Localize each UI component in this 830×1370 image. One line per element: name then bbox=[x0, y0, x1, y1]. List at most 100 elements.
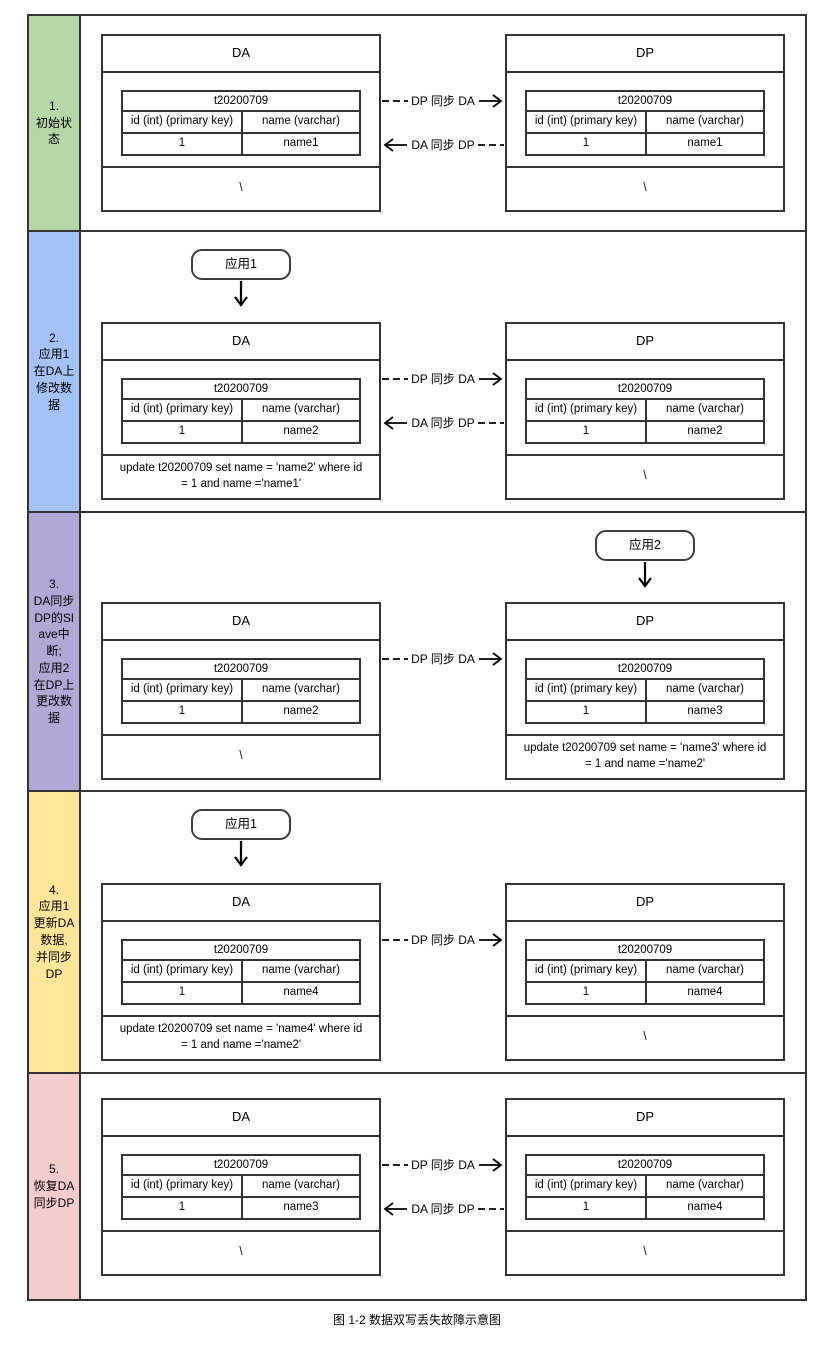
app-strip: 应用1 bbox=[81, 232, 805, 311]
da-record-table: t20200709 id (int) (primary key) name (v… bbox=[121, 658, 361, 724]
val-name: name1 bbox=[645, 134, 763, 154]
db-strip: DA t20200709 id (int) (primary key) name… bbox=[81, 311, 805, 511]
col-name: name (varchar) bbox=[241, 960, 359, 981]
dp-sync-da-arrow: DP 同步 DA bbox=[382, 94, 503, 108]
da-body: t20200709 id (int) (primary key) name (v… bbox=[103, 73, 379, 156]
dp-sync-da-arrow: DP 同步 DA bbox=[382, 933, 503, 947]
table-header-row: id (int) (primary key) name (varchar) bbox=[527, 400, 763, 420]
dp-body: t20200709 id (int) (primary key) name (v… bbox=[507, 73, 783, 156]
table-name: t20200709 bbox=[123, 941, 359, 961]
col-id: id (int) (primary key) bbox=[130, 115, 234, 127]
val-id: 1 bbox=[178, 705, 186, 717]
col-id: id (int) (primary key) bbox=[534, 1178, 638, 1191]
dp-box: DP t20200709 id (int) (primary key) name… bbox=[505, 1097, 785, 1276]
sync-arrows: DP 同步 DA bbox=[381, 560, 505, 758]
val-id: 1 bbox=[582, 1200, 590, 1213]
col-id: id (int) (primary key) bbox=[534, 403, 638, 415]
table-name: t20200709 bbox=[123, 92, 359, 112]
table-value-row: 1 name3 bbox=[123, 1195, 359, 1218]
step-row-1: 1. 初始状态 DA t20200709 id (int) (primary k… bbox=[29, 16, 805, 232]
step-content-4: 应用1 DA t20200709 id (int) (primary key) bbox=[81, 792, 805, 1072]
table-value-row: 1 name1 bbox=[123, 132, 359, 154]
dp-box: DP t20200709 id (int) (primary key) name… bbox=[505, 882, 785, 1061]
sync-arrows: DP 同步 DA bbox=[381, 839, 505, 1040]
app-to-dp-arrow bbox=[638, 562, 652, 588]
da-title: DA bbox=[103, 885, 379, 922]
da-box: DA t20200709 id (int) (primary key) name… bbox=[101, 34, 381, 212]
dp-record-table: t20200709 id (int) (primary key) name (v… bbox=[525, 378, 765, 444]
da-body: t20200709 id (int) (primary key) name (v… bbox=[103, 641, 379, 724]
da-box: DA t20200709 id (int) (primary key) name… bbox=[101, 1097, 381, 1276]
da-update-sql: update t20200709 set name = 'name4' wher… bbox=[103, 1014, 379, 1059]
step-content-2: 应用1 DA t20200709 id (int) (primary key) bbox=[81, 232, 805, 511]
da-record-table: t20200709 id (int) (primary key) name (v… bbox=[121, 378, 361, 444]
step-content-1: DA t20200709 id (int) (primary key) name… bbox=[81, 16, 805, 230]
val-id: 1 bbox=[582, 137, 590, 149]
val-name: name3 bbox=[645, 702, 763, 722]
app-unit: 应用1 bbox=[191, 809, 291, 870]
step-row-4: 4. 应用1 更新DA 数据, 并同步 DP 应用1 DA t20200709 bbox=[29, 792, 805, 1074]
dp-footer: \ bbox=[507, 1229, 783, 1274]
col-id: id (int) (primary key) bbox=[534, 963, 638, 976]
col-name: name (varchar) bbox=[645, 400, 763, 420]
step-content-3: 应用2 DA t20200709 id (int) (primary key) bbox=[81, 513, 805, 790]
val-name: name2 bbox=[241, 422, 359, 442]
dp-sync-da-label: DP 同步 DA bbox=[411, 372, 475, 386]
diagram-frame: 1. 初始状态 DA t20200709 id (int) (primary k… bbox=[27, 14, 807, 1301]
da-sync-dp-arrow: DA 同步 DP bbox=[383, 416, 504, 430]
table-header-row: id (int) (primary key) name (varchar) bbox=[123, 1175, 359, 1196]
table-name: t20200709 bbox=[527, 380, 763, 400]
table-header-row: id (int) (primary key) name (varchar) bbox=[527, 680, 763, 700]
col-id: id (int) (primary key) bbox=[130, 683, 234, 695]
col-id: id (int) (primary key) bbox=[534, 683, 638, 695]
table-value-row: 1 name4 bbox=[123, 980, 359, 1003]
col-name: name (varchar) bbox=[645, 680, 763, 700]
col-name: name (varchar) bbox=[645, 112, 763, 132]
dp-title: DP bbox=[507, 1100, 783, 1137]
val-name: name4 bbox=[645, 982, 763, 1003]
app-strip: 应用1 bbox=[81, 792, 805, 871]
dp-sync-da-label: DP 同步 DA bbox=[411, 94, 475, 108]
da-box: DA t20200709 id (int) (primary key) name… bbox=[101, 322, 381, 500]
dp-footer: \ bbox=[507, 1014, 783, 1059]
table-value-row: 1 name1 bbox=[527, 132, 763, 154]
col-name: name (varchar) bbox=[645, 960, 763, 981]
table-header-row: id (int) (primary key) name (varchar) bbox=[527, 112, 763, 132]
dp-sync-da-arrow: DP 同步 DA bbox=[382, 1158, 503, 1172]
app-unit: 应用1 bbox=[191, 249, 291, 310]
da-title: DA bbox=[103, 604, 379, 641]
step-label-4: 4. 应用1 更新DA 数据, 并同步 DP bbox=[29, 792, 81, 1072]
dp-title: DP bbox=[507, 36, 783, 73]
step-content-5: DA t20200709 id (int) (primary key) name… bbox=[81, 1074, 805, 1299]
table-name: t20200709 bbox=[527, 660, 763, 680]
table-name: t20200709 bbox=[123, 1156, 359, 1176]
table-value-row: 1 name2 bbox=[527, 420, 763, 442]
table-header-row: id (int) (primary key) name (varchar) bbox=[527, 1175, 763, 1196]
table-header-row: id (int) (primary key) name (varchar) bbox=[123, 680, 359, 700]
da-body: t20200709 id (int) (primary key) name (v… bbox=[103, 1137, 379, 1220]
da-sync-dp-label: DA 同步 DP bbox=[411, 138, 474, 152]
table-name: t20200709 bbox=[527, 92, 763, 112]
da-footer: \ bbox=[103, 1229, 379, 1274]
da-footer: \ bbox=[103, 166, 379, 210]
dp-record-table: t20200709 id (int) (primary key) name (v… bbox=[525, 658, 765, 724]
col-id: id (int) (primary key) bbox=[130, 403, 234, 415]
val-name: name4 bbox=[645, 1197, 763, 1218]
da-footer: \ bbox=[103, 734, 379, 778]
step-row-3: 3. DA同步 DP的Slave中断; 应用2 在DP上 更改数据 应用2 DA bbox=[29, 513, 805, 792]
da-title: DA bbox=[103, 1100, 379, 1137]
dp-footer: \ bbox=[507, 454, 783, 498]
val-id: 1 bbox=[178, 137, 186, 149]
da-body: t20200709 id (int) (primary key) name (v… bbox=[103, 361, 379, 444]
dp-body: t20200709 id (int) (primary key) name (v… bbox=[507, 922, 783, 1005]
val-name: name2 bbox=[241, 702, 359, 722]
table-name: t20200709 bbox=[123, 660, 359, 680]
dp-record-table: t20200709 id (int) (primary key) name (v… bbox=[525, 938, 765, 1005]
val-name: name4 bbox=[241, 982, 359, 1003]
col-name: name (varchar) bbox=[241, 680, 359, 700]
step-label-2: 2. 应用1 在DA上 修改数据 bbox=[29, 232, 81, 511]
table-value-row: 1 name2 bbox=[123, 700, 359, 722]
da-box: DA t20200709 id (int) (primary key) name… bbox=[101, 882, 381, 1061]
sync-arrows: DP 同步 DA DA 同步 DP bbox=[381, 1074, 505, 1299]
da-body: t20200709 id (int) (primary key) name (v… bbox=[103, 922, 379, 1005]
